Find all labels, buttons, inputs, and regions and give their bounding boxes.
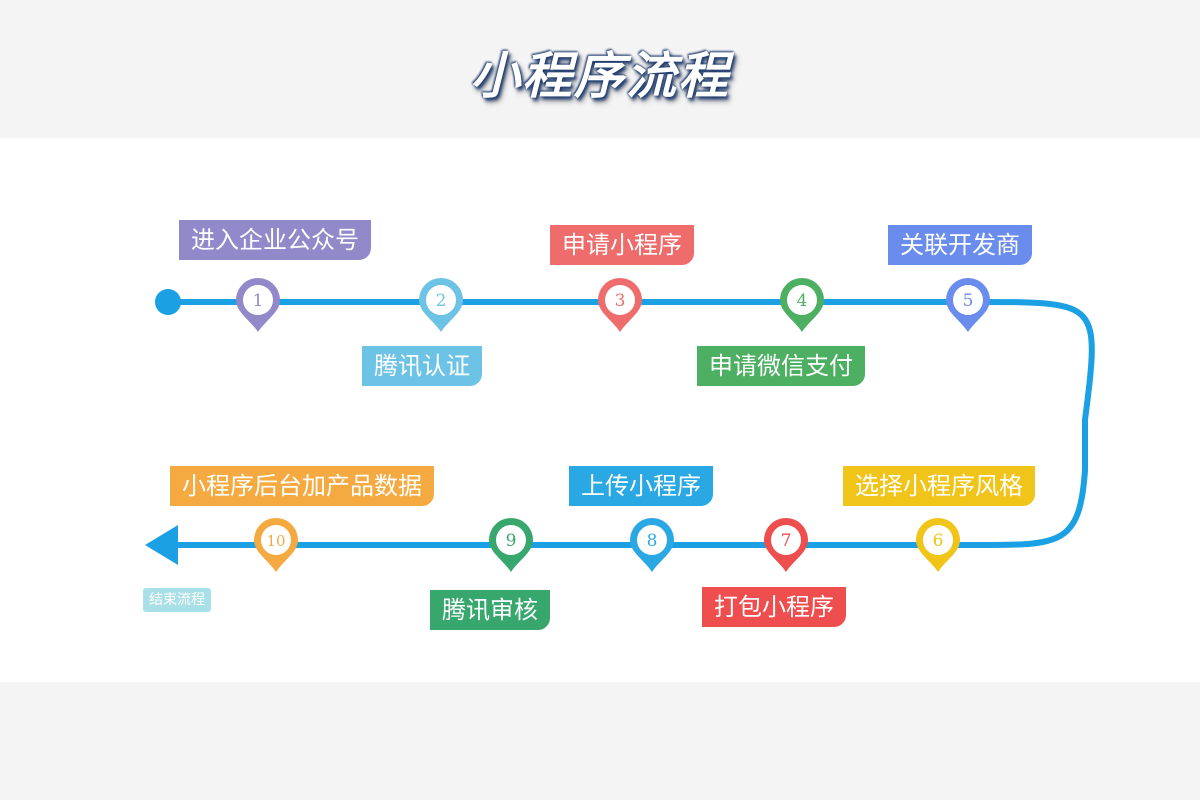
page-title: 小程序流程	[470, 47, 730, 105]
step-number: 3	[615, 291, 626, 311]
step-marker-2: 2	[419, 278, 463, 332]
step-number: 5	[963, 291, 974, 311]
step-number: 1	[253, 291, 264, 311]
marker-inner	[923, 525, 953, 555]
marker-inner	[637, 525, 667, 555]
footer-band	[0, 682, 1200, 800]
end-arrow-icon	[145, 525, 178, 565]
step-marker-6: 6	[916, 518, 960, 572]
end-flow-badge: 结束流程	[143, 588, 211, 612]
step-label-8: 上传小程序	[569, 466, 713, 506]
step-marker-8: 8	[630, 518, 674, 572]
flow-line	[168, 299, 1095, 548]
marker-inner	[787, 285, 817, 315]
marker-inner	[771, 525, 801, 555]
step-label-3: 申请小程序	[550, 225, 694, 265]
step-marker-3: 3	[598, 278, 642, 332]
step-marker-7: 7	[764, 518, 808, 572]
marker-inner	[605, 285, 635, 315]
start-dot	[155, 289, 181, 315]
step-label-4: 申请微信支付	[697, 346, 865, 386]
step-label-5: 关联开发商	[888, 225, 1032, 265]
step-number: 7	[781, 531, 792, 551]
header-band: 小程序流程	[0, 0, 1200, 138]
marker-inner	[496, 525, 526, 555]
step-label-9: 腾讯审核	[430, 590, 550, 630]
step-label-6: 选择小程序风格	[843, 466, 1035, 506]
step-label-1: 进入企业公众号	[179, 220, 371, 260]
marker-inner	[261, 525, 291, 555]
step-marker-5: 5	[946, 278, 990, 332]
marker-inner	[243, 285, 273, 315]
marker-inner	[426, 285, 456, 315]
step-label-7: 打包小程序	[702, 587, 846, 627]
step-marker-4: 4	[780, 278, 824, 332]
step-number: 6	[933, 531, 944, 551]
step-marker-1: 1	[236, 278, 280, 332]
step-number: 10	[266, 532, 285, 550]
marker-inner	[953, 285, 983, 315]
step-number: 2	[436, 291, 447, 311]
step-number: 8	[647, 531, 658, 551]
step-label-2: 腾讯认证	[362, 346, 482, 386]
step-marker-10: 10	[254, 518, 298, 572]
step-label-10: 小程序后台加产品数据	[170, 466, 434, 506]
step-marker-9: 9	[489, 518, 533, 572]
step-number: 4	[797, 291, 808, 311]
step-number: 9	[506, 531, 517, 551]
